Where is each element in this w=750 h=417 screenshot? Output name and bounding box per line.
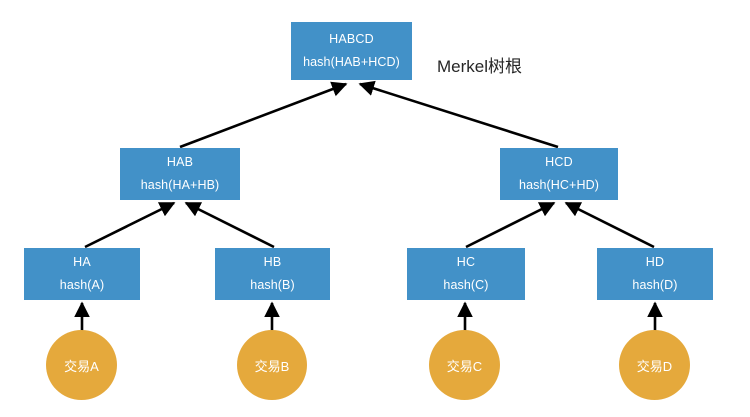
node-hb-formula: hash(B) — [250, 277, 295, 292]
merkle-root-annotation: Merkel树根 — [437, 57, 523, 76]
edge-hc-to-hcd — [465, 201, 556, 249]
node-hd[interactable]: HD hash(D) — [597, 248, 713, 300]
transaction-node-a-label: 交易A — [64, 358, 99, 374]
node-ha-title: HA — [73, 254, 91, 269]
node-hab-formula: hash(HA+HB) — [140, 177, 220, 192]
node-hb-title: HB — [263, 254, 282, 269]
node-hd-title: HD — [645, 254, 665, 269]
node-habcd[interactable]: HABCD hash(HAB+HCD) — [291, 22, 412, 80]
node-hb[interactable]: HB hash(B) — [215, 248, 330, 300]
edge-hb-to-hab — [184, 201, 275, 249]
node-ha-formula: hash(A) — [59, 277, 105, 292]
transaction-node-a[interactable]: 交易A — [46, 330, 117, 400]
node-hcd[interactable]: HCD hash(HC+HD) — [500, 148, 618, 200]
node-hc-title: HC — [456, 254, 476, 269]
node-habcd-title: HABCD — [329, 31, 374, 46]
edge-ha-to-hab — [84, 201, 176, 249]
transaction-node-c-label: 交易C — [446, 358, 483, 374]
transaction-node-d[interactable]: 交易D — [619, 330, 690, 400]
node-hc-formula: hash(C) — [443, 277, 489, 292]
transaction-node-d-label: 交易D — [636, 358, 673, 374]
edge-hd-to-hcd — [564, 201, 655, 249]
transaction-node-b[interactable]: 交易B — [237, 330, 307, 400]
node-hcd-formula: hash(HC+HD) — [519, 177, 599, 192]
node-hd-formula: hash(D) — [632, 277, 678, 292]
node-ha[interactable]: HA hash(A) — [24, 248, 140, 300]
transaction-node-b-label: 交易B — [254, 358, 290, 374]
transaction-node-c[interactable]: 交易C — [429, 330, 500, 400]
node-hab[interactable]: HAB hash(HA+HB) — [120, 148, 240, 200]
node-habcd-formula: hash(HAB+HCD) — [303, 54, 400, 69]
node-hcd-title: HCD — [545, 154, 573, 169]
node-hc[interactable]: HC hash(C) — [407, 248, 525, 300]
node-hab-title: HAB — [166, 154, 194, 169]
edge-hab-to-root — [179, 81, 348, 149]
edge-hcd-to-root — [358, 80, 559, 149]
